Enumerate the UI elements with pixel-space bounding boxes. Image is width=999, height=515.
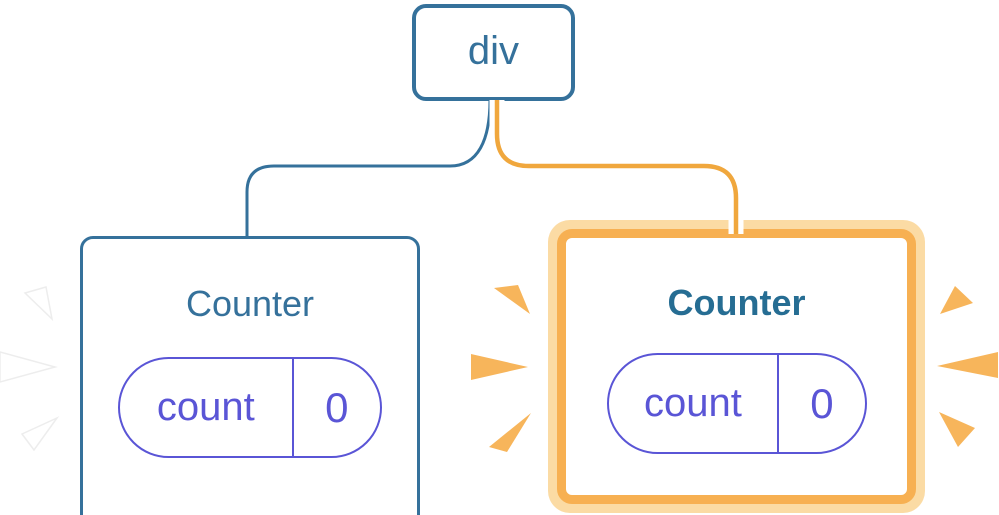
counter-card-right: Counter count 0	[557, 229, 916, 504]
spark-icon	[940, 286, 973, 314]
state-key-right: count	[609, 355, 780, 452]
state-value-left: 0	[325, 383, 349, 431]
spark-icon	[937, 352, 998, 378]
spark-icon	[494, 285, 530, 314]
spark-icon	[489, 413, 531, 452]
state-value-right: 0	[810, 379, 834, 427]
highlight-ring: Counter count 0	[548, 220, 925, 513]
edge-new-casing	[489, 100, 744, 234]
counter-title-right: Counter	[667, 282, 806, 323]
state-key-left: count	[120, 359, 294, 456]
counter-card-left: Counter count 0	[80, 236, 420, 515]
edge-div-to-right-counter	[494, 100, 739, 234]
spark-icon	[939, 412, 975, 447]
sparks-left-card	[0, 286, 60, 452]
counter-title-left: Counter	[185, 283, 315, 324]
sparks-right-card-left	[471, 285, 531, 452]
sparks-right-card-right	[937, 286, 998, 447]
spark-icon	[471, 354, 528, 380]
spark-icon	[20, 416, 60, 452]
spark-icon	[0, 351, 58, 383]
div-node-label: div	[467, 28, 520, 73]
state-pill-left: count 0	[118, 357, 382, 458]
tree-node-div: div	[412, 4, 575, 101]
spark-icon	[23, 286, 54, 322]
edge-div-to-left-counter	[245, 99, 492, 238]
state-pill-right: count 0	[606, 353, 867, 454]
